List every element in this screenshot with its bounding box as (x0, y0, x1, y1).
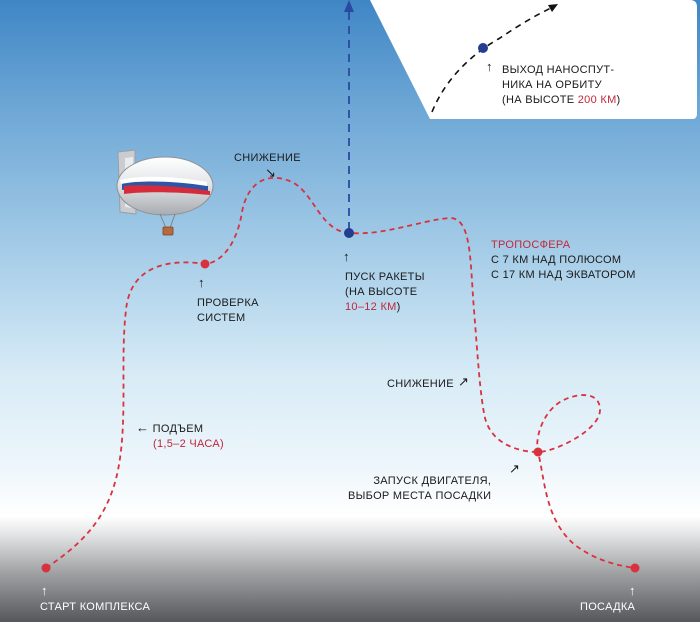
stratospheric-airship (116, 149, 214, 236)
orbit-label-line3: (НА ВЫСОТЕ 200 КМ) (502, 94, 621, 106)
troposphere-title: ТРОПОСФЕРА (491, 239, 571, 251)
descent-mid-label: СНИЖЕНИЕ (387, 378, 454, 390)
systems-check-point (200, 259, 210, 269)
troposphere-label: ТРОПОСФЕРА С 7 КМ НАД ПОЛЮСОМ С 17 КМ НА… (491, 239, 636, 281)
start-arrow-icon: ↑ (41, 583, 48, 598)
satellite-orbit-point (478, 43, 488, 53)
orbit-label-line1: ВЫХОД НАНОСПУТ- (502, 64, 615, 76)
orbit-up-arrow-icon: ↑ (486, 59, 493, 74)
orbit-label-line2: НИКА НА ОРБИТУ (502, 79, 602, 91)
rocket-launch-point (344, 228, 354, 238)
landing-arrow-icon: ↑ (629, 583, 636, 598)
start-label: СТАРТ КОМПЛЕКСА (40, 601, 151, 613)
rocket-arrowhead-icon (344, 0, 354, 12)
descent-mid-arrow-icon: ↗ (458, 374, 470, 389)
rocket-launch-label: ПУСК РАКЕТЫ (НА ВЫСОТЕ 10–12 КМ) (345, 271, 425, 313)
orbit-arrowhead-icon (548, 4, 558, 12)
orbit-trajectory (431, 5, 556, 113)
systems-check-label: ПРОВЕРКА СИСТЕМ (197, 297, 259, 324)
landing-label: ПОСАДКА (580, 601, 636, 613)
start-point (41, 563, 51, 573)
orbit-inset-panel (370, 0, 697, 119)
descent-top-arrow-icon: ↘ (265, 165, 277, 180)
ascent-left-arrow-icon: ← (136, 420, 150, 435)
orbit-label: ВЫХОД НАНОСПУТ- НИКА НА ОРБИТУ (НА ВЫСОТ… (502, 63, 621, 108)
engine-start-arrow-icon: ↗ (509, 461, 521, 476)
engine-start-point (533, 447, 543, 457)
systems-check-arrow-icon: ↑ (198, 275, 205, 290)
rocket-launch-arrow-icon: ↑ (343, 249, 350, 264)
ascent-label: ← ПОДЪЕМ (1,5–2 ЧАСА) (136, 420, 224, 450)
engine-start-label: ЗАПУСК ДВИГАТЕЛЯ, ВЫБОР МЕСТА ПОСАДКИ (348, 475, 492, 502)
descent-top-label: СНИЖЕНИЕ (234, 152, 301, 164)
landing-point (630, 563, 640, 573)
